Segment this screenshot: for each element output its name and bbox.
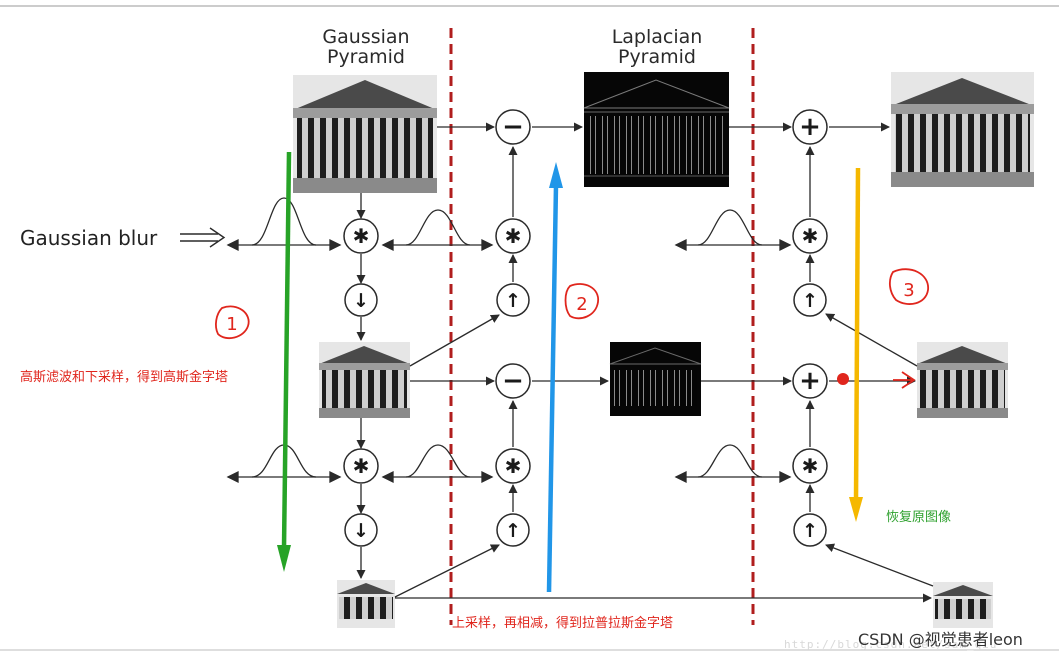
down-node-g1 (344, 513, 378, 547)
svg-text:↑: ↑ (505, 520, 521, 542)
svg-text:↓: ↓ (353, 520, 369, 542)
up-node-r0 (793, 283, 827, 317)
blur-kernels-row1 (226, 197, 792, 252)
conv-node-g0 (343, 218, 379, 254)
gaussian-blur-label: Gaussian blur (20, 226, 158, 250)
gaussian-image-level2 (337, 580, 395, 628)
laplacian-pyramid-title: Laplacian Pyramid (586, 27, 728, 67)
faint-url-watermark: http://blog.csdn.net/sam_qiu (784, 638, 998, 651)
csdn-watermark: CSDN @视觉患者leon (858, 630, 1023, 649)
reconstructed-image-level0 (891, 72, 1034, 187)
svg-text:↓: ↓ (353, 290, 369, 312)
svg-text:✱: ✱ (802, 454, 819, 478)
step2-arrow (546, 162, 563, 593)
operator-circles (343, 109, 828, 547)
laplacian-image-level0 (583, 72, 730, 187)
svg-text:✱: ✱ (353, 454, 370, 478)
down-node-g0 (344, 283, 378, 317)
step3-note: 恢复原图像 (886, 510, 952, 525)
plus-node-r1 (792, 363, 828, 399)
gaussian-image-level1 (319, 342, 410, 418)
red-dot-mark (837, 373, 849, 385)
plus-node-r0 (792, 109, 828, 145)
minus-node-l1 (495, 363, 531, 399)
up-node-l0 (496, 283, 530, 317)
gaussian-pyramid-title: Gaussian Pyramid (296, 27, 436, 67)
svg-text:✱: ✱ (505, 224, 522, 248)
conv-node-r1 (792, 448, 828, 484)
svg-text:✱: ✱ (505, 454, 522, 478)
svg-text:✱: ✱ (802, 224, 819, 248)
step3-circle (889, 268, 929, 305)
gaussian-title-line2: Pyramid (326, 46, 405, 68)
step3-arrow (849, 167, 863, 522)
svg-text:+: + (799, 366, 821, 396)
svg-text:↑: ↑ (802, 520, 818, 542)
svg-text:+: + (799, 112, 821, 142)
red-arrow-mark (893, 371, 916, 389)
operator-symbols: ✱ ↓ ✱ ↓ − ✱ ↑ − ✱ ↑ + ✱ ↑ + ✱ ↑ (353, 112, 821, 542)
conv-node-r0 (792, 218, 828, 254)
step2-number: 2 (576, 294, 587, 315)
up-node-l1 (496, 513, 530, 547)
svg-text:↑: ↑ (505, 290, 521, 312)
conv-node-l1 (495, 448, 531, 484)
reconstructed-image-level2 (933, 582, 993, 628)
conv-node-l0 (495, 218, 531, 254)
step2-note: 上采样，再相减，得到拉普拉斯金字塔 (452, 616, 674, 631)
laplacian-image-level1 (609, 342, 702, 416)
svg-text:−: − (502, 112, 524, 142)
svg-text:↑: ↑ (802, 290, 818, 312)
svg-text:✱: ✱ (353, 224, 370, 248)
step1-arrow (277, 151, 292, 572)
laplacian-title-line2: Pyramid (617, 46, 696, 68)
connectors (356, 122, 934, 603)
step1-number: 1 (226, 314, 237, 335)
minus-node-l0 (495, 109, 531, 145)
step1-circle (215, 305, 250, 340)
step2-circle (564, 283, 599, 320)
gaussian-image-level0 (293, 75, 437, 193)
gaussian-blur-arrow (180, 227, 226, 248)
handwritten-numbers: 1 2 3 (226, 280, 914, 335)
handwritten-marks (215, 268, 929, 389)
gaussian-title-line1: Gaussian (322, 26, 410, 48)
step3-number: 3 (903, 280, 914, 301)
conv-node-g1 (343, 448, 379, 484)
reconstructed-image-level1 (917, 342, 1008, 418)
up-node-r1 (793, 513, 827, 547)
laplacian-title-line1: Laplacian (611, 26, 703, 48)
step1-note: 高斯滤波和下采样，得到高斯金字塔 (20, 370, 229, 385)
svg-text:−: − (502, 366, 524, 396)
